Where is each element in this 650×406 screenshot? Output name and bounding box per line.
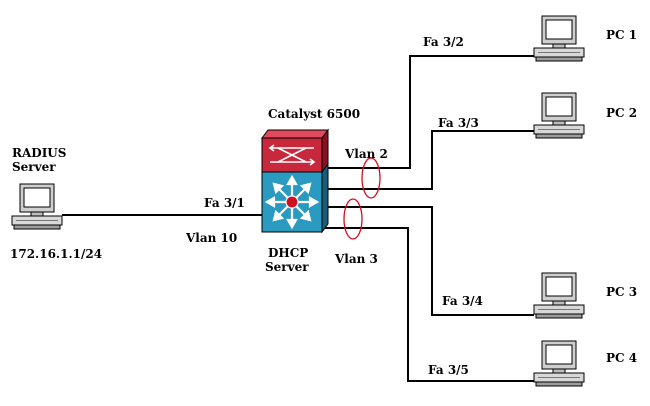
pc1-port: Fa 3/2 (423, 35, 464, 49)
dhcp-label-1: DHCP (268, 246, 308, 260)
radius-ip: 172.16.1.1/24 (10, 247, 102, 261)
switch-arrows-icon (268, 144, 316, 166)
wire-pc2 (322, 130, 534, 190)
radius-server-icon (11, 183, 63, 230)
pc4-name: PC 4 (606, 351, 637, 365)
pc3-icon (533, 272, 585, 319)
vlan2-ring (361, 157, 381, 199)
pc3-name: PC 3 (606, 285, 637, 299)
pc1-name: PC 1 (606, 28, 637, 42)
vlan3-ring (343, 198, 363, 240)
pc2-icon (533, 92, 585, 139)
catalyst-switch (261, 128, 329, 234)
radius-label-2: Server (12, 160, 56, 174)
pc2-name: PC 2 (606, 106, 637, 120)
wire-pc1 (322, 55, 534, 169)
radius-label-1: RADIUS (12, 146, 66, 160)
vlan3-label: Vlan 3 (334, 252, 378, 266)
dhcp-label-2: Server (265, 260, 309, 274)
pc1-icon (533, 15, 585, 62)
vlan2-label: Vlan 2 (344, 147, 388, 161)
switch-name: Catalyst 6500 (268, 107, 360, 121)
wire-pc3 (322, 206, 534, 316)
radius-port: Fa 3/1 (204, 196, 245, 210)
pc4-icon (533, 340, 585, 387)
wire-pc4 (322, 227, 534, 382)
pc4-port: Fa 3/5 (428, 363, 469, 377)
radius-vlan: Vlan 10 (185, 231, 237, 245)
pc3-port: Fa 3/4 (442, 294, 483, 308)
connections (62, 55, 534, 382)
pc2-port: Fa 3/3 (438, 116, 479, 130)
